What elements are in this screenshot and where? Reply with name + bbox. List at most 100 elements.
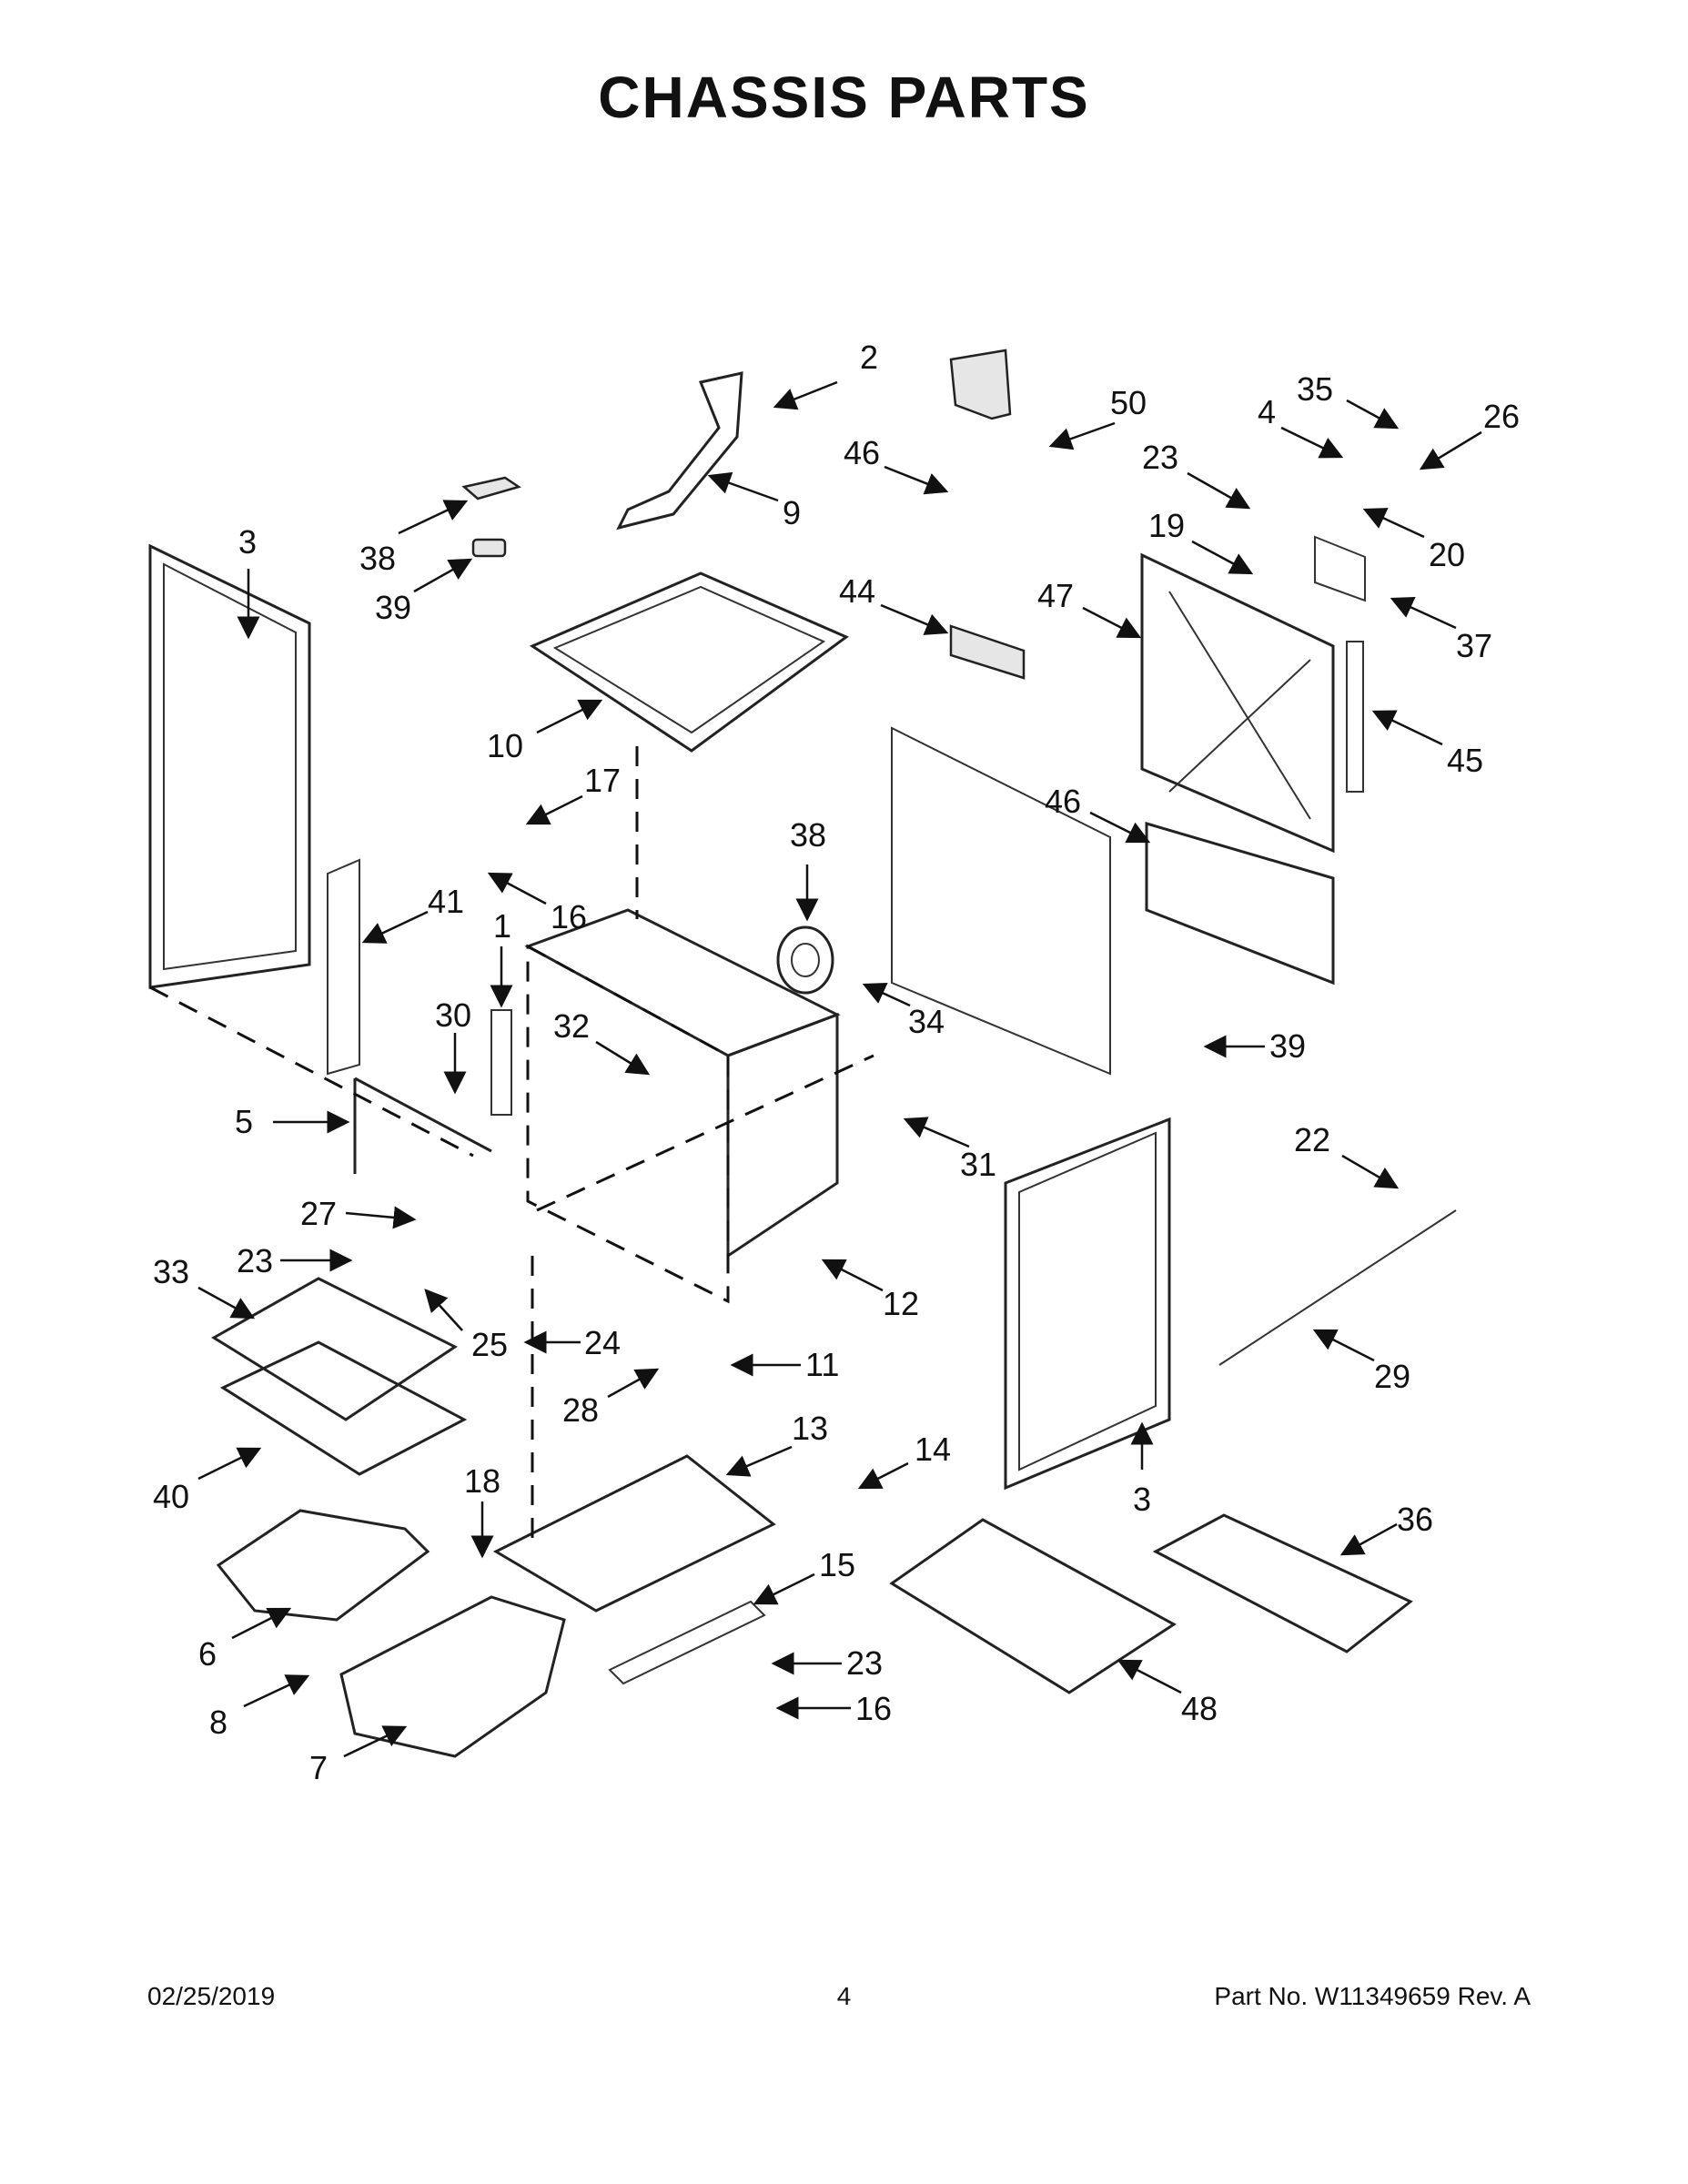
bake-element-part-6 xyxy=(216,1509,430,1622)
svg-text:39: 39 xyxy=(375,589,411,626)
callout-36: 36 xyxy=(1339,1501,1433,1556)
callout-21: 20 xyxy=(1362,508,1465,573)
construction-lines xyxy=(149,746,874,1547)
callout-14: 14 xyxy=(857,1431,951,1490)
callout-12: 12 xyxy=(821,1259,919,1322)
svg-text:32: 32 xyxy=(553,1007,590,1045)
svg-text:8: 8 xyxy=(209,1704,227,1741)
callout-31: 31 xyxy=(903,1117,996,1183)
callout-11: 11 xyxy=(730,1346,839,1383)
svg-text:40: 40 xyxy=(153,1478,189,1515)
callout-37: 37 xyxy=(1390,596,1492,664)
callout-22: 22 xyxy=(1294,1121,1400,1189)
callout-40: 40 xyxy=(153,1447,262,1515)
svg-text:23: 23 xyxy=(846,1644,883,1682)
callout-27: 27 xyxy=(300,1195,417,1232)
callout-43: 39 xyxy=(375,558,473,626)
svg-text:38: 38 xyxy=(790,816,826,854)
svg-text:3: 3 xyxy=(238,523,257,561)
bracket-part-37 xyxy=(1314,535,1366,602)
svg-text:18: 18 xyxy=(464,1462,500,1500)
panel-part-13 xyxy=(492,1454,776,1613)
svg-text:20: 20 xyxy=(1429,536,1465,573)
callout-47: 47 xyxy=(1037,577,1142,639)
svg-text:31: 31 xyxy=(960,1146,996,1183)
svg-text:15: 15 xyxy=(819,1546,855,1583)
callout-23-top: 23 xyxy=(1142,439,1251,510)
svg-text:2: 2 xyxy=(860,339,878,376)
callout-24: 24 xyxy=(523,1324,621,1361)
callout-48: 48 xyxy=(1117,1659,1218,1727)
svg-text:22: 22 xyxy=(1294,1121,1330,1158)
footer-part-number: Part No. W11349659 Rev. A xyxy=(1214,1982,1531,2010)
svg-text:13: 13 xyxy=(792,1410,828,1447)
svg-text:46: 46 xyxy=(1045,783,1081,820)
callout-46: 46 xyxy=(1045,783,1151,844)
callout-8: 8 xyxy=(209,1674,310,1741)
svg-text:16: 16 xyxy=(855,1690,892,1727)
svg-text:29: 29 xyxy=(1374,1358,1410,1395)
switch-part-43 xyxy=(471,538,507,558)
svg-text:48: 48 xyxy=(1181,1690,1218,1727)
callout-5: 5 xyxy=(235,1103,350,1140)
svg-text:47: 47 xyxy=(1037,577,1074,614)
wire-part-29 xyxy=(1218,1209,1457,1366)
callout-50: 50 xyxy=(1048,384,1147,450)
gasket-part-5 xyxy=(353,1077,492,1174)
callout-10: 10 xyxy=(487,699,603,764)
callout-9: 9 xyxy=(707,471,801,531)
callout-45: 45 xyxy=(1371,710,1483,779)
bracket-part-9 xyxy=(616,371,743,531)
oven-rack-part-48 xyxy=(889,1518,1177,1694)
svg-text:6: 6 xyxy=(198,1635,217,1673)
svg-text:39: 39 xyxy=(1269,1027,1306,1065)
callout-41: 41 xyxy=(361,883,464,944)
svg-text:38: 38 xyxy=(359,540,396,577)
svg-text:26: 26 xyxy=(1483,398,1520,435)
duct-part-41 xyxy=(327,858,360,1076)
callout-15: 15 xyxy=(753,1546,855,1605)
callout-25: 25 xyxy=(424,1289,508,1363)
callout-16: 16 xyxy=(775,1690,892,1727)
callout-19: 18 xyxy=(464,1462,500,1559)
callout-44: 44 xyxy=(839,572,949,635)
callout-2: 2 xyxy=(773,339,878,410)
callout-23-mid: 23 xyxy=(237,1242,353,1279)
svg-text:27: 27 xyxy=(300,1195,337,1232)
svg-text:5: 5 xyxy=(235,1103,253,1140)
clip-part-42 xyxy=(461,476,521,500)
callout-17: 16 xyxy=(487,872,587,935)
callout-6: 6 xyxy=(198,1607,292,1673)
strip-part-45 xyxy=(1346,641,1364,793)
svg-text:4: 4 xyxy=(1258,393,1276,430)
callout-34: 34 xyxy=(862,983,945,1040)
svg-text:14: 14 xyxy=(915,1431,951,1468)
callout-23-bottom: 23 xyxy=(771,1644,883,1682)
callout-20: 19 xyxy=(1148,507,1254,575)
callout-33: 33 xyxy=(153,1253,256,1320)
broil-pan-part-33 xyxy=(211,1277,458,1421)
oven-cavity-part-1 xyxy=(524,908,841,1304)
svg-text:46: 46 xyxy=(844,434,880,471)
roll-rack-part-36 xyxy=(1152,1513,1413,1653)
svg-text:34: 34 xyxy=(908,1003,945,1040)
callout-26: 26 xyxy=(1419,398,1520,470)
svg-text:37: 37 xyxy=(1456,627,1492,664)
svg-text:24: 24 xyxy=(584,1324,621,1361)
svg-text:33: 33 xyxy=(153,1253,189,1290)
svg-text:1: 1 xyxy=(493,907,511,945)
svg-text:10: 10 xyxy=(487,727,523,764)
callout-35: 35 xyxy=(1297,370,1400,430)
svg-text:28: 28 xyxy=(562,1391,599,1429)
broil-element-part-7 xyxy=(339,1595,566,1758)
svg-text:9: 9 xyxy=(783,494,801,531)
svg-text:7: 7 xyxy=(309,1749,328,1786)
callout-28: 28 xyxy=(562,1368,660,1429)
fan-part-38 xyxy=(776,925,834,995)
svg-text:44: 44 xyxy=(839,572,875,610)
rear-panel-part-47 xyxy=(1140,552,1335,854)
shield-part-49 xyxy=(949,349,1012,420)
svg-text:45: 45 xyxy=(1447,742,1483,779)
svg-text:25: 25 xyxy=(471,1326,508,1363)
